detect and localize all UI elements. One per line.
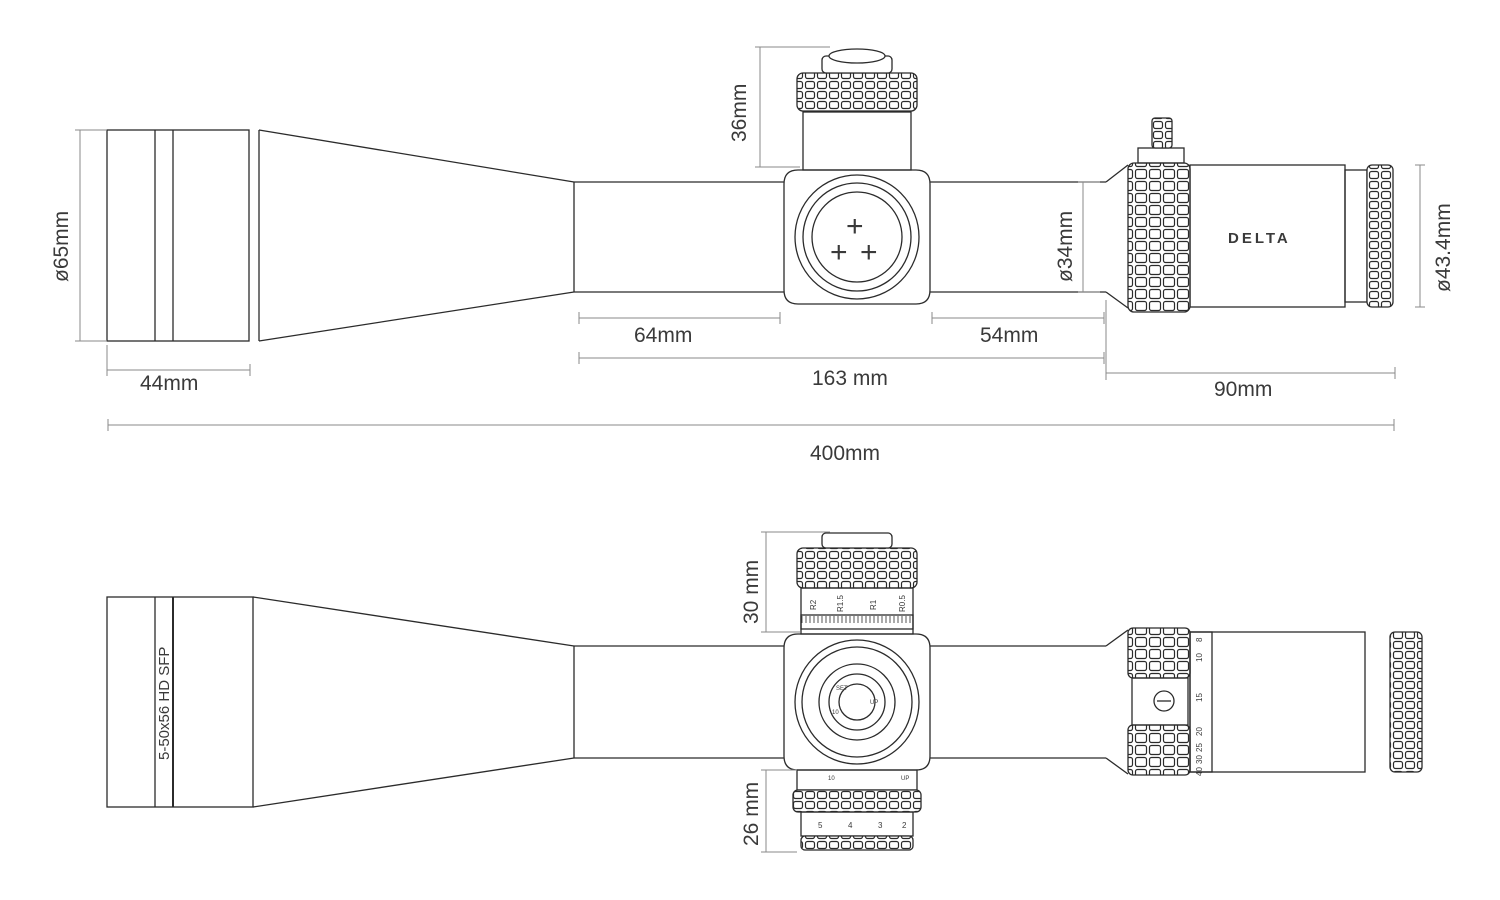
elevation-turret-body xyxy=(802,111,912,171)
reticle-cross-2: + xyxy=(830,236,848,269)
mag-mark-40: 40 xyxy=(1195,767,1204,776)
mag-mark-15: 15 xyxy=(1195,693,1204,702)
side-dimension-lines xyxy=(761,531,830,853)
power-ring-knurl xyxy=(1127,162,1191,313)
mag-mark-20: 20 xyxy=(1195,727,1204,736)
reticle-symbols: + + + xyxy=(830,210,878,269)
side-throw-lever-screw xyxy=(1153,690,1175,712)
turret-mark-up: UP xyxy=(901,776,909,782)
parallax-mark-10: 10 xyxy=(832,710,839,716)
dim-eyepiece-length: 90mm xyxy=(1214,378,1272,401)
dim-windage-turret-height: 26 mm xyxy=(740,782,763,846)
elevation-knurl xyxy=(796,72,918,112)
side-eyepiece-body xyxy=(1189,631,1366,773)
dim-objective-length: 44mm xyxy=(140,372,198,395)
side-power-ring-top xyxy=(1127,627,1191,679)
side-parallax-knob xyxy=(794,639,920,765)
windage-scale-labels: 5 4 3 2 10 UP xyxy=(818,776,909,830)
front-tube xyxy=(574,181,784,293)
elevation-mark-r2: R2 xyxy=(809,599,818,610)
dim-tube-diameter: ø34mm xyxy=(1054,211,1077,282)
parallax-mark-set: SET xyxy=(836,686,848,692)
side-diopter-ring xyxy=(1389,631,1423,773)
windage-mark-4: 4 xyxy=(848,821,853,830)
elevation-scale-labels: R2 R1.5 R1 R0.5 xyxy=(809,595,907,612)
throw-lever xyxy=(1137,147,1185,164)
magnification-scale: 8 10 15 20 25 30 40 xyxy=(1195,637,1204,776)
parallax-ring-marks: SET 10 UP xyxy=(832,686,878,716)
top-view-scope xyxy=(106,48,1394,342)
brand-logo: DELTA xyxy=(1228,230,1291,247)
side-view-scope xyxy=(106,532,1423,851)
parallax-mark-up: UP xyxy=(870,700,878,706)
elevation-mark-r0-5: R0.5 xyxy=(898,595,907,612)
dim-objective-diameter: ø65mm xyxy=(50,211,73,282)
windage-mark-5: 5 xyxy=(818,821,823,830)
dim-rear-tube-length: 54mm xyxy=(980,324,1038,347)
side-dimension-labels: 30 mm 26 mm xyxy=(740,560,763,846)
side-objective-bell xyxy=(106,596,254,808)
elevation-mark-r1-5: R1.5 xyxy=(836,595,845,612)
dim-tube-length: 163 mm xyxy=(812,367,888,390)
dim-front-tube-length: 64mm xyxy=(634,324,692,347)
turret-saddle xyxy=(783,169,931,305)
mag-mark-10: 10 xyxy=(1195,653,1204,662)
side-windage-knurl xyxy=(792,789,922,813)
windage-mark-3: 3 xyxy=(878,821,883,830)
parallax-knob xyxy=(794,174,920,300)
reticle-cross-1: + xyxy=(846,210,864,243)
dim-eyepiece-diameter: ø43.4mm xyxy=(1432,203,1455,292)
top-dimension-lines xyxy=(75,46,1425,431)
rear-tube xyxy=(930,181,1106,293)
objective-taper xyxy=(258,129,575,342)
mag-mark-30: 30 xyxy=(1195,755,1204,764)
eyepiece-flare xyxy=(1105,164,1129,309)
elevation-mark-r1: R1 xyxy=(869,599,878,610)
reticle-cross-3: + xyxy=(860,236,878,269)
side-objective-taper xyxy=(252,596,575,808)
side-windage-body xyxy=(796,769,918,791)
side-elevation-knurl xyxy=(796,547,918,589)
top-dimension-labels: 36mm ø65mm ø34mm ø43.4mm 64mm 54mm 163 m… xyxy=(50,84,1455,465)
diopter-ring xyxy=(1366,164,1394,308)
side-elevation-scale-ring xyxy=(800,587,914,635)
dim-total-length: 400mm xyxy=(810,442,880,465)
dim-turret-height: 36mm xyxy=(728,84,751,142)
mag-mark-8: 8 xyxy=(1195,637,1204,642)
dim-elevation-turret-height: 30 mm xyxy=(740,560,763,624)
turret-mark-10: 10 xyxy=(828,776,835,782)
windage-mark-2: 2 xyxy=(902,821,907,830)
mag-mark-25: 25 xyxy=(1195,743,1204,752)
objective-bell xyxy=(106,129,250,342)
side-power-ring-bottom xyxy=(1127,724,1191,776)
model-label: 5-50x56 HD SFP xyxy=(156,647,173,760)
side-turret-saddle xyxy=(783,633,931,771)
